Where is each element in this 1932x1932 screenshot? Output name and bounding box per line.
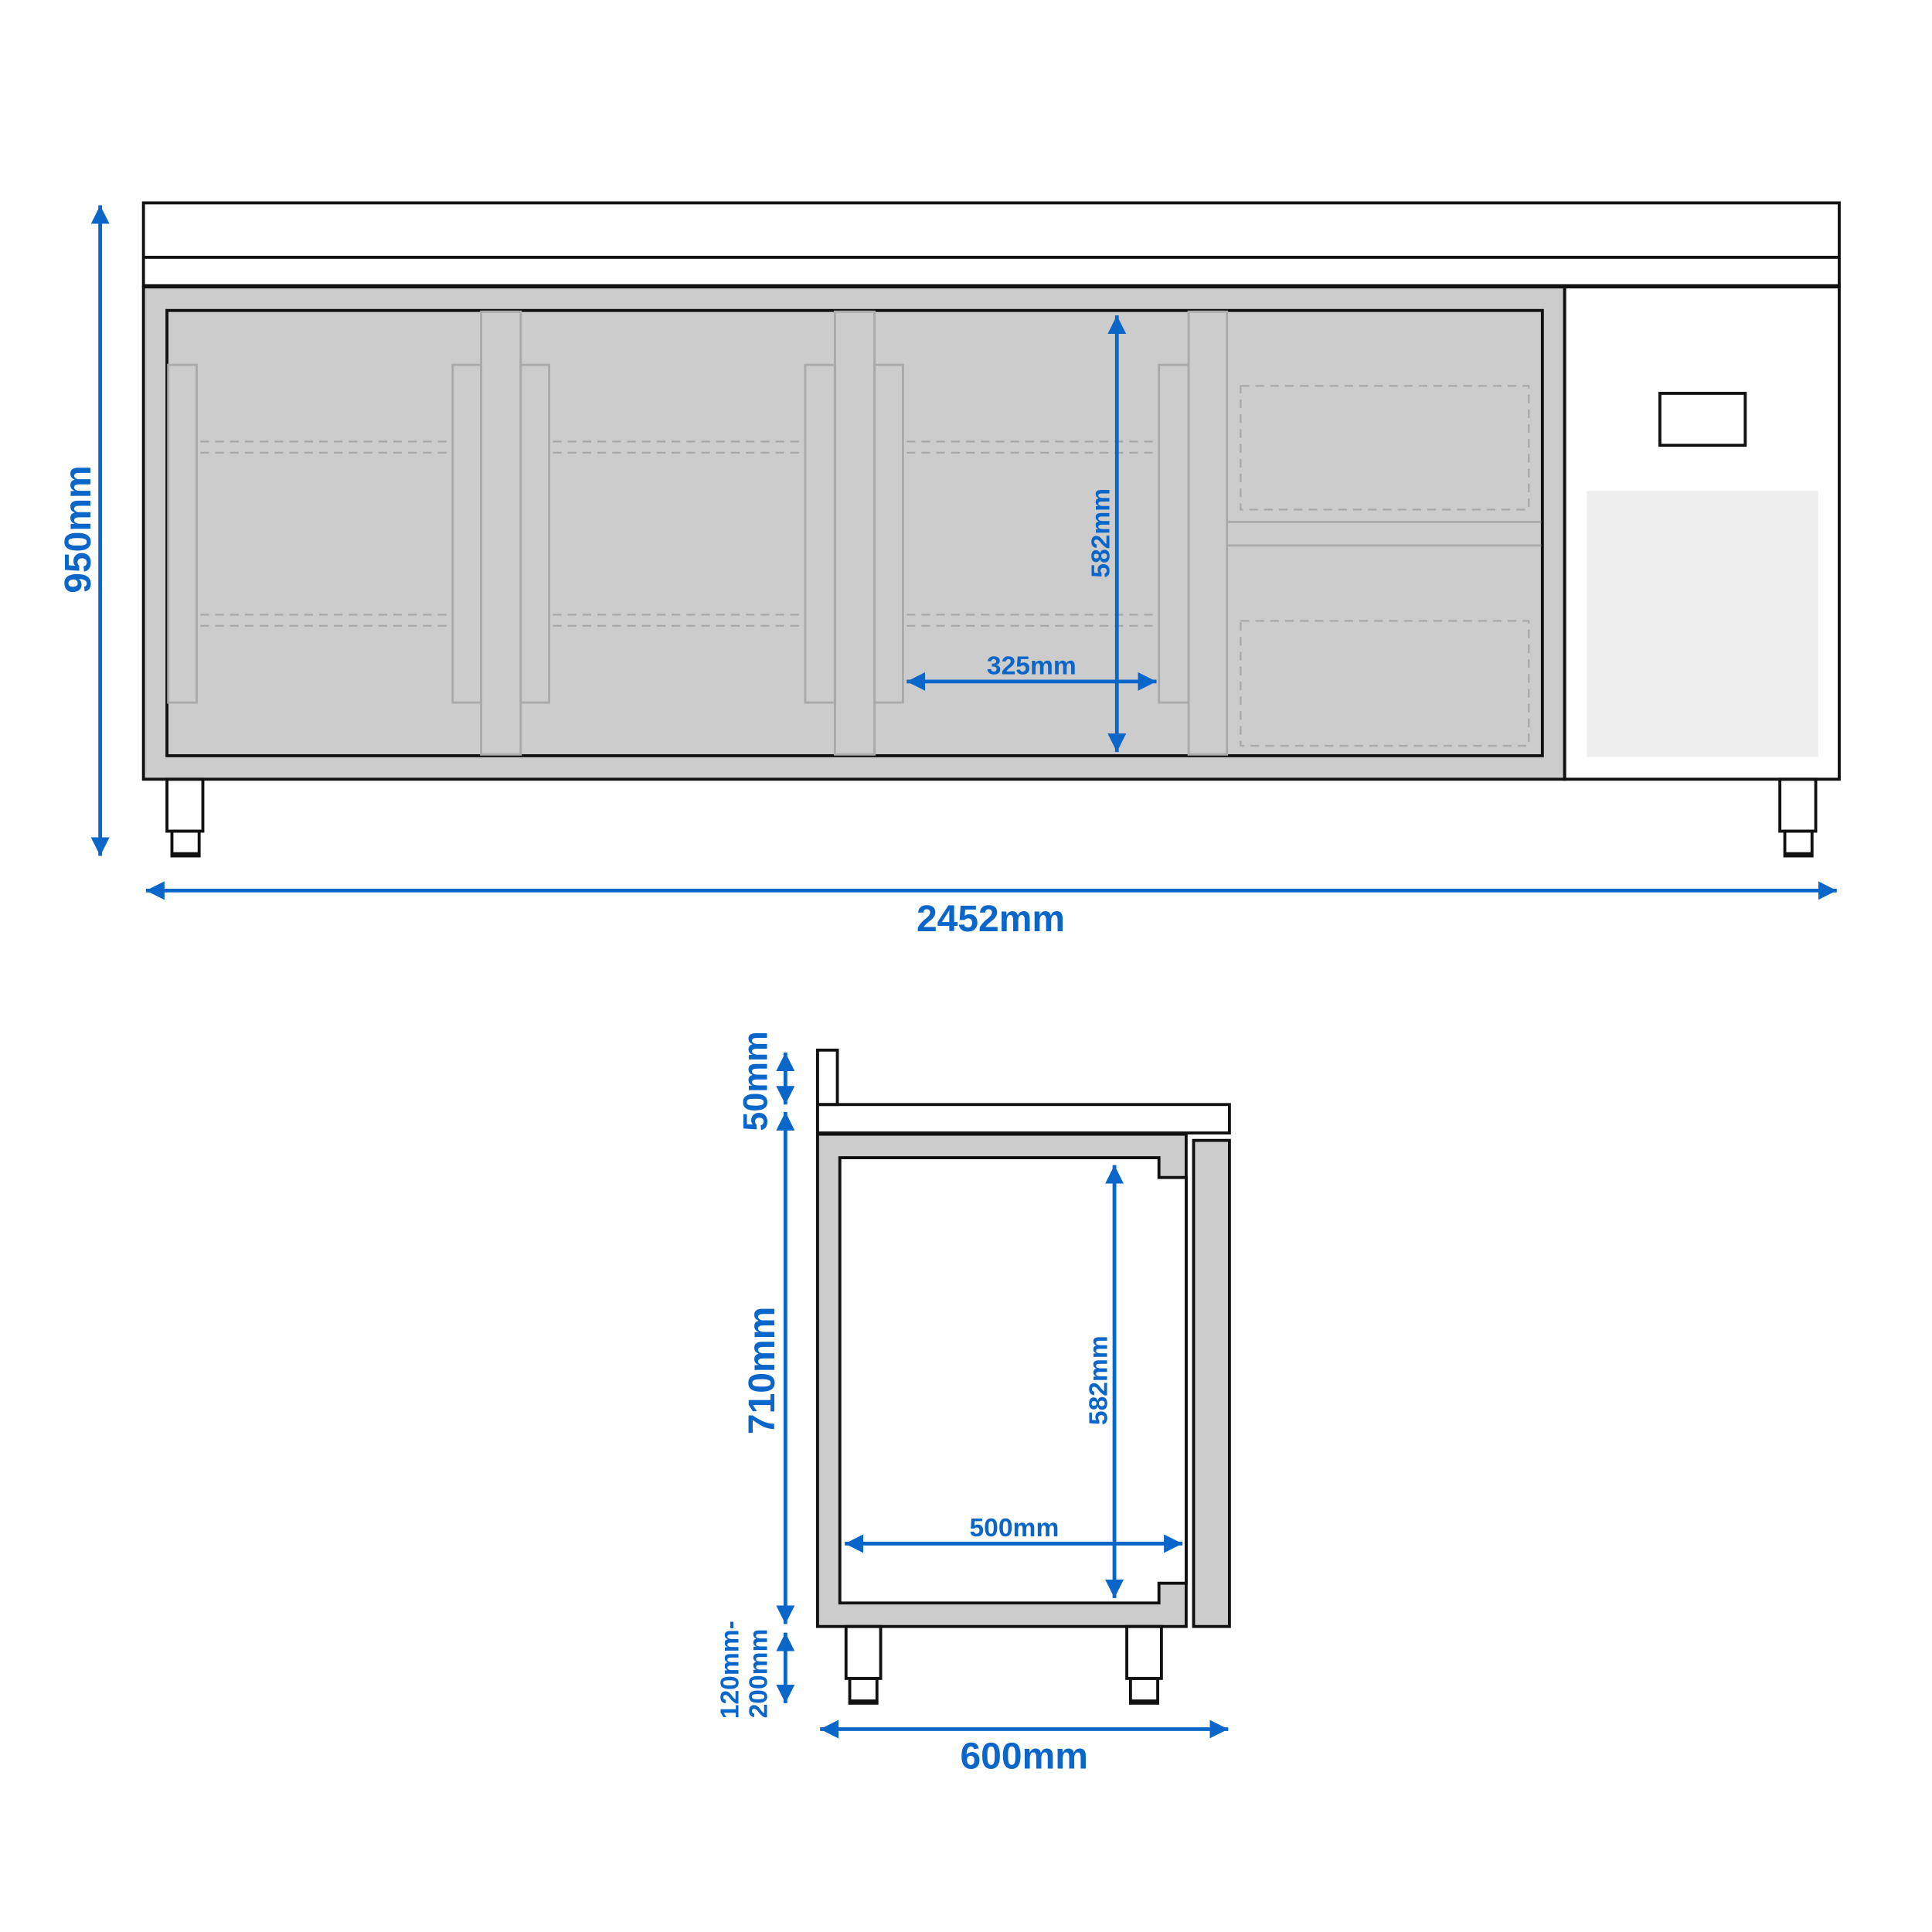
countertop <box>141 201 1841 287</box>
front-view: 950mm 2452mm 582mm 325mm <box>58 201 1841 940</box>
width-dimension-label: 2452mm <box>917 899 1065 940</box>
height-dimension-label: 950mm <box>58 465 99 593</box>
side-inner-height-label: 582mm <box>1084 1335 1113 1425</box>
leg-height-label-line2: 200mm <box>744 1629 773 1719</box>
inner-depth-label: 500mm <box>969 1514 1059 1543</box>
backsplash <box>816 1048 839 1107</box>
door-frame <box>141 285 1566 781</box>
backsplash-label: 50mm <box>736 1031 774 1131</box>
glass-doors <box>165 308 1544 757</box>
control-display <box>1658 392 1747 447</box>
legs <box>165 777 1818 858</box>
inner-cavity <box>838 1156 1188 1605</box>
body-height-label: 710mm <box>742 1307 783 1434</box>
side-legs <box>844 1624 1163 1705</box>
inner-height-label: 582mm <box>1087 488 1116 578</box>
side-countertop <box>816 1103 1231 1134</box>
shelves <box>200 440 1155 628</box>
compressor-housing <box>1563 285 1841 781</box>
side-view: 50mm 710mm 120mm- 200mm 582mm 500mm 600m… <box>716 1031 1231 1777</box>
side-door <box>1192 1138 1231 1628</box>
drawer-section <box>1226 385 1542 747</box>
ventilation-panel <box>1587 491 1818 757</box>
leg-height-label-line1: 120mm- <box>716 1621 745 1719</box>
door-handles <box>167 363 1190 704</box>
depth-label: 600mm <box>960 1736 1087 1777</box>
shelf-width-label: 325mm <box>987 651 1077 680</box>
